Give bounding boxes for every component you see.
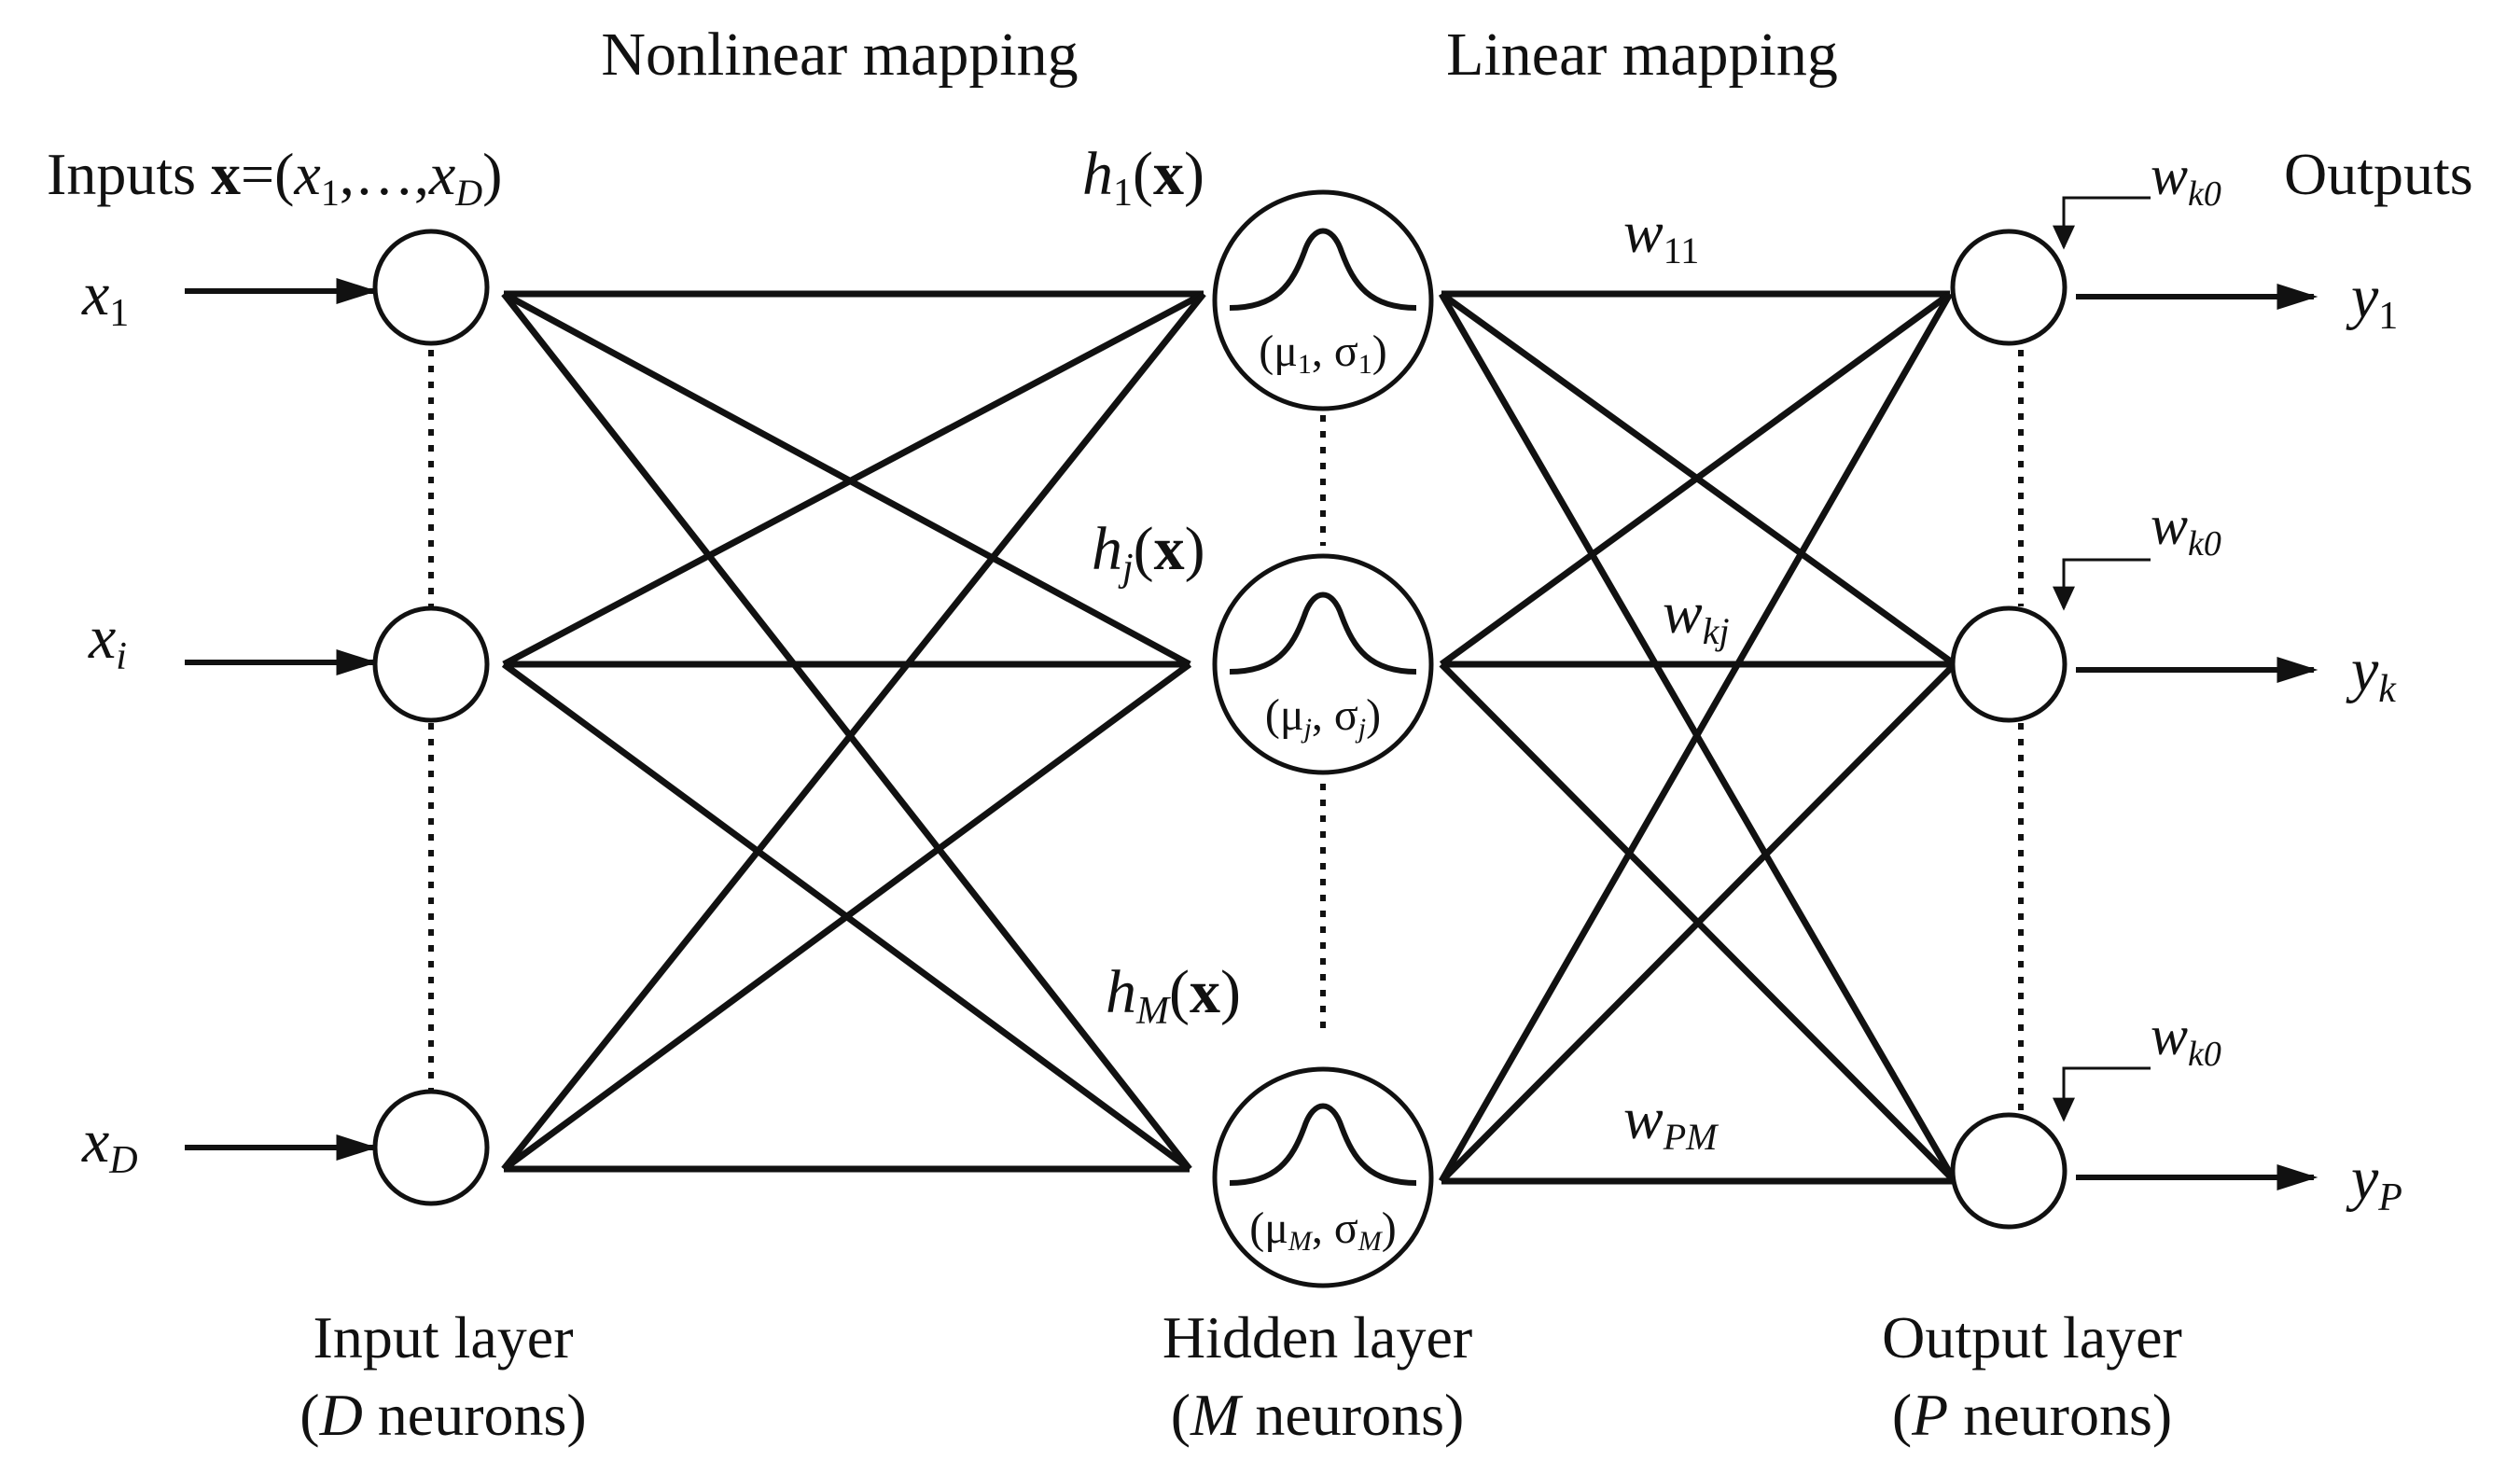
output-label-yk: yk bbox=[2346, 636, 2397, 711]
output-neuron-k bbox=[1950, 605, 2068, 723]
inputs-label: Inputs x=(x1,…,xD) bbox=[47, 141, 502, 214]
bias-indicator-1: wk0 bbox=[2053, 145, 2221, 250]
weight-label-w11: w11 bbox=[1623, 199, 1699, 271]
hidden-output-connections bbox=[1438, 290, 1958, 1185]
bias-indicator-k: wk0 bbox=[2053, 494, 2221, 611]
hidden-label-h1: h1(x) bbox=[1082, 140, 1204, 215]
nonlinear-mapping-header: Nonlinear mapping bbox=[601, 21, 1078, 89]
hidden-label-hM: hM(x) bbox=[1106, 958, 1241, 1033]
hidden-neuron-j: (μj, σj) bbox=[1212, 553, 1434, 775]
output-label-yP: yP bbox=[2346, 1145, 2402, 1219]
output-layer-count: (P neurons) bbox=[1892, 1382, 2172, 1448]
weight-label-wPM: wPM bbox=[1623, 1085, 1719, 1158]
input-layer-title: Input layer bbox=[313, 1304, 574, 1371]
linear-mapping-header: Linear mapping bbox=[1446, 21, 1838, 89]
gaussian-icon bbox=[1229, 1103, 1417, 1186]
svg-text:wk0: wk0 bbox=[2151, 145, 2221, 214]
input-neuron-i bbox=[372, 605, 490, 723]
gaussian-icon bbox=[1229, 228, 1417, 311]
input-neuron-D bbox=[372, 1089, 490, 1206]
hidden-neuron-M: (μM, σM) bbox=[1212, 1066, 1434, 1288]
output-layer-title: Output layer bbox=[1882, 1304, 2182, 1371]
hidden-layer-title: Hidden layer bbox=[1163, 1304, 1472, 1371]
input-label-xi: xi bbox=[88, 604, 127, 678]
input-hidden-connections bbox=[501, 290, 1206, 1173]
outputs-label: Outputs bbox=[2284, 141, 2473, 207]
hidden-params-M: (μM, σM) bbox=[1249, 1204, 1397, 1257]
bias-indicator-P: wk0 bbox=[2053, 1005, 2221, 1122]
input-layer-count: (D neurons) bbox=[299, 1382, 586, 1448]
hidden-neuron-1: (μ1, σ1) bbox=[1212, 189, 1434, 411]
hidden-layer-count: (M neurons) bbox=[1171, 1382, 1465, 1448]
output-neuron-P bbox=[1950, 1112, 2068, 1230]
svg-text:wk0: wk0 bbox=[2151, 1005, 2221, 1074]
hidden-params-1: (μ1, σ1) bbox=[1259, 327, 1387, 380]
gaussian-icon bbox=[1229, 591, 1417, 675]
input-label-xD: xD bbox=[81, 1107, 138, 1182]
output-label-y1: y1 bbox=[2346, 263, 2398, 338]
svg-text:wk0: wk0 bbox=[2151, 494, 2221, 564]
output-neuron-1 bbox=[1950, 229, 2068, 346]
weight-label-wkj: wkj bbox=[1663, 579, 1730, 652]
hidden-params-j: (μj, σj) bbox=[1265, 690, 1381, 744]
input-neuron-1 bbox=[372, 229, 490, 346]
hidden-label-hj: hj(x) bbox=[1092, 515, 1205, 590]
input-label-x1: x1 bbox=[81, 260, 129, 335]
